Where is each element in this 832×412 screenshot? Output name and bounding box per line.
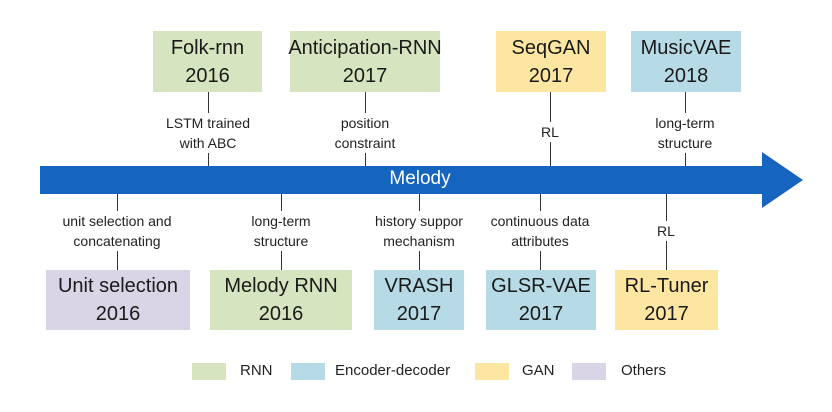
annotation-line: RL — [646, 221, 686, 241]
model-annotation: position constraint — [315, 113, 415, 153]
model-year: 2017 — [644, 303, 689, 325]
model-box-rl-tuner: RL-Tuner 2017 — [615, 270, 718, 330]
model-year: 2017 — [528, 64, 574, 87]
model-annotation: RL — [530, 122, 570, 142]
annotation-line: history suppor — [359, 211, 479, 231]
model-box-melody-rnn: Melody RNN 2016 — [210, 270, 352, 330]
legend-label-encoder-decoder: Encoder-decoder — [335, 362, 451, 379]
model-name: GLSR-VAE — [491, 275, 591, 297]
annotation-line: constraint — [315, 133, 415, 153]
annotation-line: unit selection and — [42, 211, 192, 231]
annotation-line: structure — [231, 231, 331, 251]
annotation-line: long-term — [635, 113, 735, 133]
annotation-line: concatenating — [42, 231, 192, 251]
model-name: VRASH — [384, 275, 454, 297]
model-annotation: long-term structure — [231, 211, 331, 251]
legend-swatch-gan — [475, 363, 509, 380]
model-name: RL-Tuner — [624, 275, 709, 297]
model-year: 2016 — [185, 64, 230, 87]
legend-label-others: Others — [621, 362, 667, 379]
timeline-arrow-shape — [40, 152, 803, 208]
annotation-line: RL — [530, 122, 570, 142]
annotation-line: LSTM trained — [148, 113, 268, 133]
model-annotation: unit selection and concatenating — [42, 211, 192, 251]
annotation-line: mechanism — [359, 231, 479, 251]
annotation-line: position — [315, 113, 415, 133]
model-name: Anticipation-RNN — [288, 36, 442, 59]
model-year: 2016 — [95, 303, 141, 325]
model-annotation: LSTM trained with ABC — [148, 113, 268, 153]
annotation-line: with ABC — [148, 133, 268, 153]
legend-swatch-encoder-decoder — [291, 363, 325, 380]
model-year: 2016 — [258, 303, 304, 325]
legend-swatch-others — [572, 363, 606, 380]
model-year: 2018 — [663, 64, 709, 87]
legend-label-gan: GAN — [522, 362, 555, 379]
model-year: 2017 — [342, 64, 388, 87]
annotation-line: continuous data — [480, 211, 600, 231]
model-annotation: history suppor mechanism — [359, 211, 479, 251]
model-year: 2017 — [396, 303, 442, 325]
model-name: MusicVAE — [640, 36, 732, 59]
model-box-glsr-vae: GLSR-VAE 2017 — [486, 270, 596, 330]
annotation-line: structure — [635, 133, 735, 153]
annotation-line: attributes — [480, 231, 600, 251]
model-annotation: continuous data attributes — [480, 211, 600, 251]
model-annotation: RL — [646, 221, 686, 241]
model-name: Unit selection — [57, 275, 179, 297]
legend-label-rnn: RNN — [240, 362, 273, 379]
model-year: 2017 — [518, 303, 564, 325]
model-box-musicvae: MusicVAE 2018 — [631, 31, 741, 92]
model-box-seqgan: SeqGAN 2017 — [496, 31, 606, 92]
model-name: SeqGAN — [511, 36, 591, 59]
model-box-unit-selection: Unit selection 2016 — [46, 270, 190, 330]
model-box-anticipation-rnn: Anticipation-RNN 2017 — [288, 31, 442, 92]
model-box-vrash: VRASH 2017 — [374, 270, 464, 330]
model-name: Folk-rnn — [170, 36, 245, 59]
timeline-label: Melody — [389, 168, 451, 189]
model-box-folk-rnn: Folk-rnn 2016 — [153, 31, 262, 92]
model-name: Melody RNN — [224, 275, 338, 297]
legend-swatch-rnn — [192, 363, 226, 380]
model-annotation: long-term structure — [635, 113, 735, 153]
annotation-line: long-term — [231, 211, 331, 231]
